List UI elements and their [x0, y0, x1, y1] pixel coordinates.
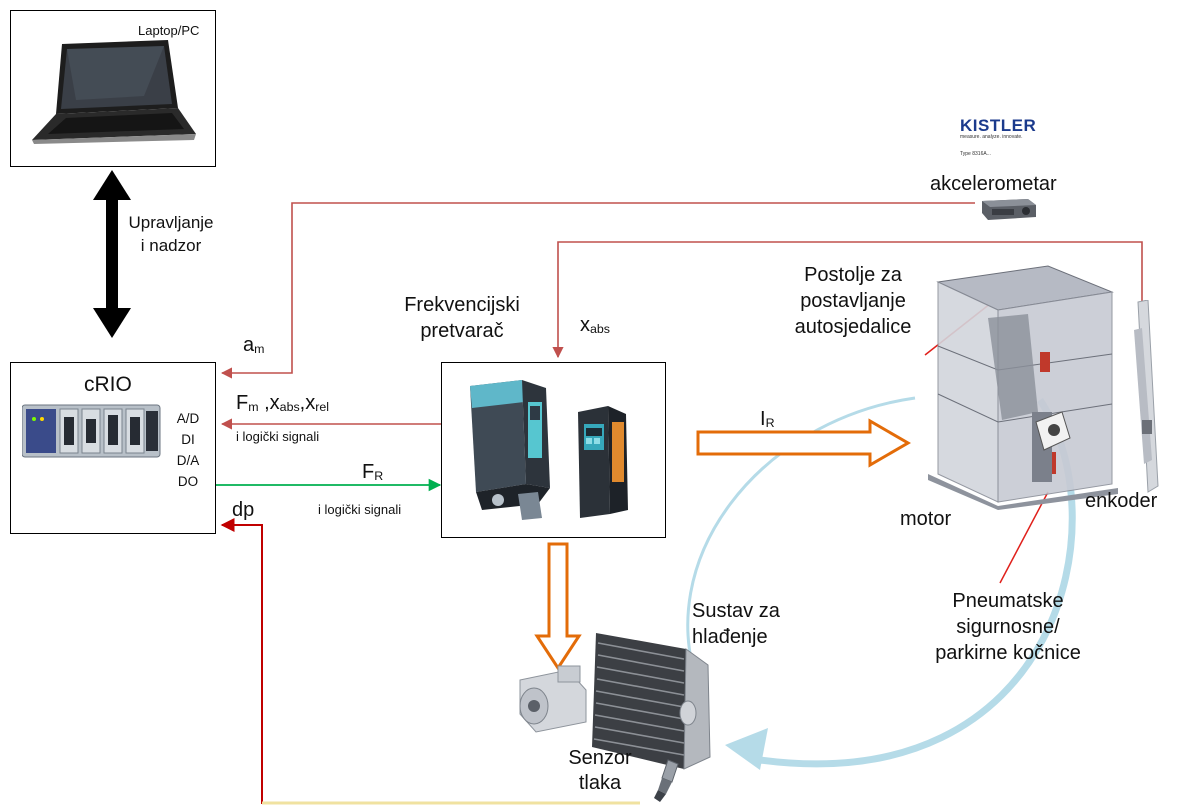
signal-am-label: am [243, 334, 264, 357]
crio-port-ad: A/D [176, 411, 200, 426]
signal-fm-x1-sub: abs [279, 399, 300, 414]
signal-fm-label: Fm ,xabs,xrel [236, 392, 329, 415]
encoder-signal-line [552, 241, 1143, 359]
signal-am-main: a [243, 334, 255, 356]
signal-logic2-label: i logički signali [318, 502, 402, 517]
stand-3d-model [928, 265, 1118, 510]
brakes-pointer-line [999, 491, 1049, 584]
control-label: Upravljanje i nadzor [126, 212, 216, 258]
crio-port-do: DO [177, 473, 199, 489]
accelerometer-icon [982, 199, 1036, 220]
control-label-line2: i nadzor [140, 235, 202, 255]
signal-fr-main: F [362, 461, 375, 483]
stand-label: Postolje za postavljanje autosjedalice [778, 262, 928, 340]
control-label-line1: Upravljanje [128, 213, 214, 232]
pressure-sensor-icon [654, 759, 679, 802]
brakes-label-line2: sigurnosne/ [956, 616, 1060, 638]
pressure-label: Senzor tlaka [560, 746, 640, 796]
accelerometer-label: akcelerometar [930, 173, 1057, 195]
encoder-label: enkoder [1085, 490, 1158, 512]
inverter-label-line2: pretvarač [420, 320, 504, 342]
cooling-label: Sustav za hlađenje [692, 598, 780, 650]
signal-dp-label: dp [232, 499, 255, 521]
accelerometer-signal-line [220, 202, 975, 379]
signal-ir-sub: R [765, 415, 775, 430]
signal-ir-label: IR [760, 408, 775, 431]
crio-title: cRIO [84, 373, 132, 396]
crio-port-da: D/A [176, 452, 200, 468]
signal-fm-x2: x [305, 392, 316, 414]
encoder-icon [1134, 300, 1159, 493]
brakes-label: Pneumatske sigurnosne/ parkirne kočnice [924, 588, 1092, 666]
kistler-logo: KISTLER [960, 116, 1037, 135]
coolant-loop-arrow [686, 396, 916, 691]
signal-fm-main: F [236, 392, 249, 414]
signal-xabs-main: x [580, 314, 590, 336]
kistler-tagline: measure. analyze. innovate. [960, 134, 1023, 140]
signal-ir-main: I [760, 408, 766, 430]
pressure-label-line2: tlaka [578, 772, 622, 794]
signal-fm-x2-sub: rel [315, 399, 329, 414]
brakes-label-line1: Pneumatske [952, 590, 1064, 612]
signal-fm-x1: x [269, 392, 280, 414]
stand-label-line1: Postolje za [804, 264, 902, 286]
signal-xabs-sub: abs [590, 321, 610, 336]
radiator-icon [592, 633, 711, 770]
signal-fr-sub: R [374, 468, 384, 483]
laptop-label: Laptop/PC [138, 23, 200, 38]
cooling-power-arrow [534, 542, 582, 671]
cooling-label-line1: Sustav za [692, 600, 780, 622]
inverter-device-icon [470, 380, 628, 520]
cooling-label-line2: hlađenje [692, 626, 768, 648]
crio-port-di: DI [181, 431, 195, 447]
brakes-label-line3: parkirne kočnice [935, 642, 1081, 664]
pressure-label-line1: Senzor [568, 747, 632, 769]
inverter-label-line1: Frekvencijski [404, 294, 520, 316]
stand-label-line2: postavljanje [800, 290, 906, 312]
power-arrow [696, 418, 911, 468]
signal-am-sub: m [254, 341, 265, 356]
motor-label: motor [900, 508, 952, 530]
servo-motor-icon [519, 665, 587, 733]
crio-device-icon [22, 404, 161, 458]
signal-xabs-label: xabs [580, 314, 610, 337]
signal-fm-sep1: , [258, 392, 270, 414]
inverter-label: Frekvencijski pretvarač [392, 292, 532, 344]
crio-ports: A/D DI D/A DO [166, 409, 210, 493]
signal-fm-sub: m [248, 399, 259, 414]
control-double-arrow [93, 170, 131, 338]
signal-fr-label: FR [362, 461, 383, 484]
laptop-icon [32, 40, 196, 144]
kistler-type: Type 8316A... [960, 151, 991, 157]
stand-label-line3: autosjedalice [794, 316, 912, 338]
signal-fm-sep2: , [299, 392, 306, 414]
signal-logic1-label: i logički signali [236, 429, 320, 444]
